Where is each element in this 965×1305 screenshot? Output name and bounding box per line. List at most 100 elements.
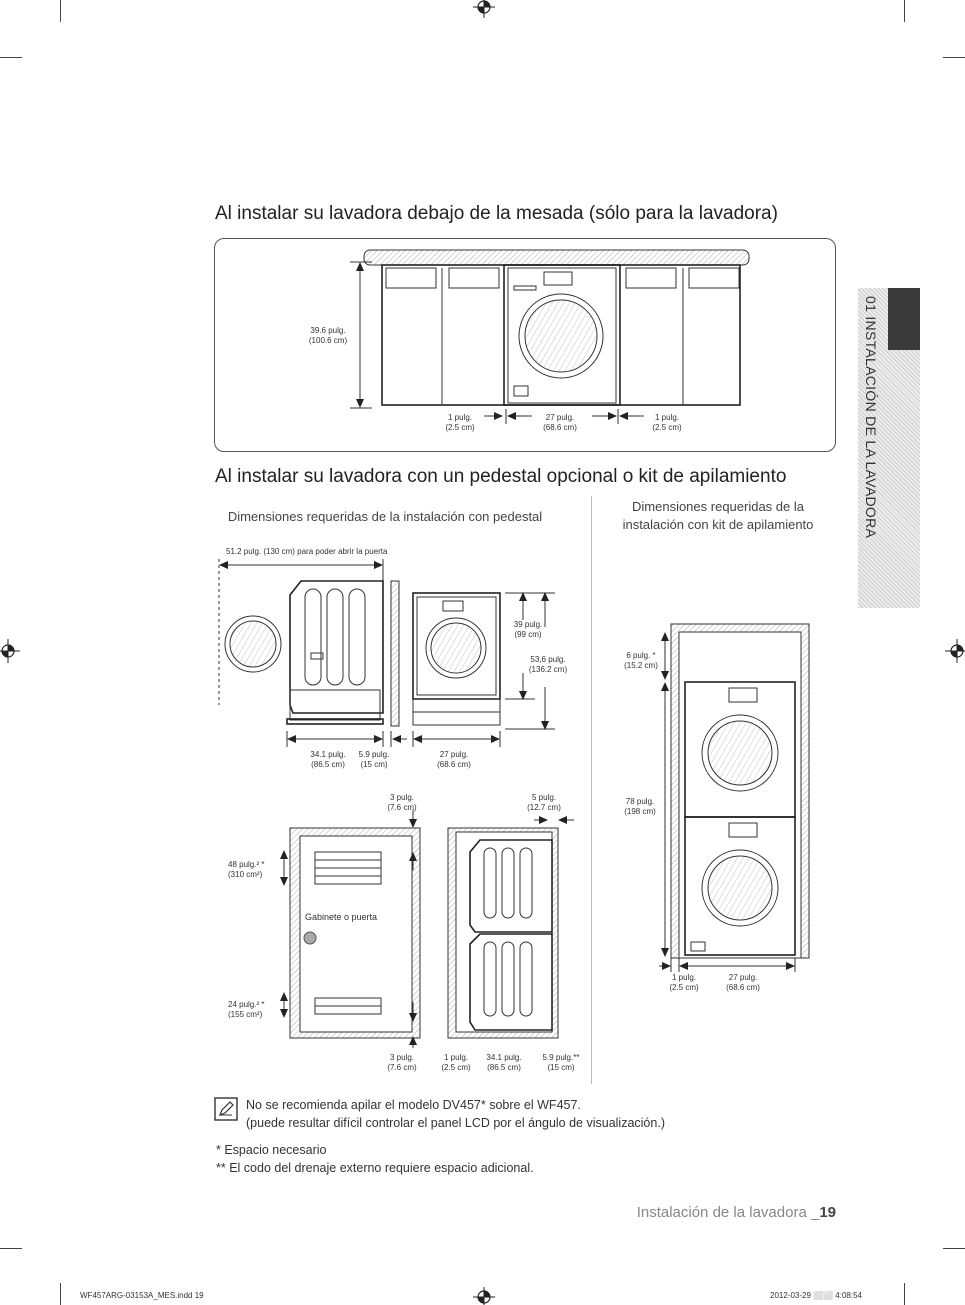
pedestal-width: 27 pulg. (68.6 cm) (432, 750, 476, 770)
chapter-title: 01 INSTALACIÓN DE LA LAVADORA (863, 296, 879, 539)
dim-text: (68.6 cm) (437, 760, 471, 769)
pedestal-height-1: 39 pulg. (99 cm) (508, 620, 548, 640)
cabinet-top-gap: 3 pulg. (7.6 cm) (384, 793, 420, 813)
cabinet-diagram (280, 810, 574, 1048)
dim-text: 5.9 pulg. (358, 750, 390, 759)
crop-mark (60, 1283, 61, 1305)
dim-text: (15.2 cm) (624, 661, 658, 670)
crop-mark (0, 57, 22, 58)
pedestal-depth: 34.1 pulg. (86.5 cm) (306, 750, 350, 770)
note-line-2: (puede resultar difícil controlar el pan… (246, 1116, 665, 1130)
dim-text: 34.1 pulg. (310, 750, 346, 759)
print-file-name: WF457ARG-03153A_MES.indd 19 (80, 1291, 204, 1300)
undercounter-width: 27 pulg. (68.6 cm) (537, 413, 583, 433)
cabinet-rear-gap: 5 pulg. (12.7 cm) (522, 793, 566, 813)
crop-mark (943, 1248, 965, 1249)
dim-text: (15 cm) (547, 1063, 575, 1072)
dim-text: (198 cm) (624, 807, 656, 816)
dim-text: 3 pulg. (389, 793, 415, 802)
door-clearance-label: 51.2 pulg. (130 cm) para poder abrir la … (226, 547, 388, 556)
dim-text: 1 pulg. (447, 413, 473, 422)
dim-text: 34.1 pulg. (486, 1053, 522, 1062)
dim-text: (100.6 cm) (308, 336, 348, 345)
dim-text: 24 pulg.² * (228, 1000, 265, 1009)
dim-text: 1 pulg. (654, 413, 680, 422)
note-line-1: No se recomienda apilar el modelo DV457*… (246, 1098, 581, 1112)
dim-text: 5.9 pulg.** (542, 1053, 580, 1062)
pedestal-subtitle: Dimensiones requeridas de la instalación… (227, 509, 543, 524)
stack-top-gap: 6 pulg. * (15.2 cm) (618, 651, 664, 671)
dim-text: (68.6 cm) (726, 983, 760, 992)
dim-text: 6 pulg. * (626, 651, 656, 660)
dim-text: (2.5 cm) (652, 423, 682, 432)
crop-mark (904, 1283, 905, 1305)
dim-text: (7.6 cm) (387, 803, 417, 812)
dim-text: (15 cm) (360, 760, 388, 769)
page-number: 19 (819, 1204, 836, 1221)
cabinet-bottom-gap: 3 pulg. (7.6 cm) (384, 1053, 420, 1073)
crop-mark (0, 1248, 22, 1249)
dim-text: 3 pulg. (389, 1053, 415, 1062)
registration-mark-icon (945, 639, 965, 663)
note-line-3: * Espacio necesario (216, 1143, 327, 1157)
dim-text: 53,6 pulg. (530, 655, 566, 664)
subtitle-line: Dimensiones requeridas de la (632, 499, 804, 514)
footer-section-name: Instalación de la lavadora _ (636, 1204, 820, 1221)
chapter-side-tab: 01 INSTALACIÓN DE LA LAVADORA (858, 288, 920, 608)
dim-text: 1 pulg. (671, 973, 697, 982)
registration-mark-icon (473, 0, 495, 18)
dim-text: (12.7 cm) (527, 803, 561, 812)
crop-mark (904, 0, 905, 22)
subtitle-line: instalación con kit de apilamiento (622, 517, 814, 532)
stack-diagram (659, 623, 810, 972)
dim-text: 27 pulg. (545, 413, 575, 422)
dim-text: (86.5 cm) (487, 1063, 521, 1072)
dim-text: (86.5 cm) (311, 760, 345, 769)
dim-text: (68.6 cm) (543, 423, 577, 432)
dim-text: 27 pulg. (728, 973, 758, 982)
dim-text: (310 cm²) (228, 870, 263, 879)
pedestal-diagram (218, 559, 555, 747)
registration-mark-icon (473, 1287, 495, 1305)
cabinet-depth: 34.1 pulg. (86.5 cm) (482, 1053, 526, 1073)
dim-text: 27 pulg. (439, 750, 469, 759)
pedestal-rear-gap: 5.9 pulg. (15 cm) (354, 750, 394, 770)
undercounter-diagram-frame (214, 238, 836, 452)
dim-text: (2.5 cm) (669, 983, 699, 992)
undercounter-diagram (350, 249, 750, 424)
stack-subtitle: Dimensiones requeridas de la instalación… (598, 498, 838, 534)
note-line-4: ** El codo del drenaje externo requiere … (216, 1161, 534, 1175)
undercounter-gap-right: 1 pulg. (2.5 cm) (647, 413, 687, 433)
stack-width: 27 pulg. (68.6 cm) (720, 973, 766, 993)
cabinet-side-gap: 1 pulg. (2.5 cm) (438, 1053, 474, 1073)
dim-text: 39 pulg. (513, 620, 543, 629)
cabinet-label: Gabinete o puerta (305, 912, 378, 922)
dim-text: (99 cm) (514, 630, 542, 639)
dim-text: (2.5 cm) (445, 423, 475, 432)
registration-mark-icon (0, 639, 20, 663)
section-title-pedestal: Al instalar su lavadora con un pedestal … (215, 466, 787, 487)
dim-text: 5 pulg. (531, 793, 557, 802)
note-icon (214, 1097, 238, 1121)
dim-text: 48 pulg.² * (228, 860, 265, 869)
crop-mark (943, 57, 965, 58)
crop-mark (60, 0, 61, 22)
print-date: 2012-03-29 ⬜⬜ 4:08:54 (770, 1291, 862, 1300)
vent-top-area: 48 pulg.² * (310 cm²) (228, 860, 264, 880)
pedestal-height-2: 53,6 pulg. (136.2 cm) (523, 655, 573, 675)
dim-text: 39.6 pulg. (310, 326, 346, 335)
vent-bottom-area: 24 pulg.² * (155 cm²) (228, 1000, 264, 1020)
section-title-undercounter: Al instalar su lavadora debajo de la mes… (215, 203, 778, 224)
dim-text: 1 pulg. (443, 1053, 469, 1062)
page-footer: Instalación de la lavadora _19 (560, 1204, 836, 1222)
cabinet-rear-gap-2: 5.9 pulg.** (15 cm) (536, 1053, 586, 1073)
dim-text: (2.5 cm) (441, 1063, 471, 1072)
undercounter-height-label: 39.6 pulg. (100.6 cm) (296, 326, 360, 346)
stack-height: 78 pulg. (198 cm) (618, 797, 662, 817)
undercounter-gap-left: 1 pulg. (2.5 cm) (440, 413, 480, 433)
stack-side-gap: 1 pulg. (2.5 cm) (664, 973, 704, 993)
dim-text: 78 pulg. (625, 797, 655, 806)
dim-text: (136.2 cm) (528, 665, 568, 674)
dim-text: (155 cm²) (228, 1010, 263, 1019)
dim-text: (7.6 cm) (387, 1063, 417, 1072)
